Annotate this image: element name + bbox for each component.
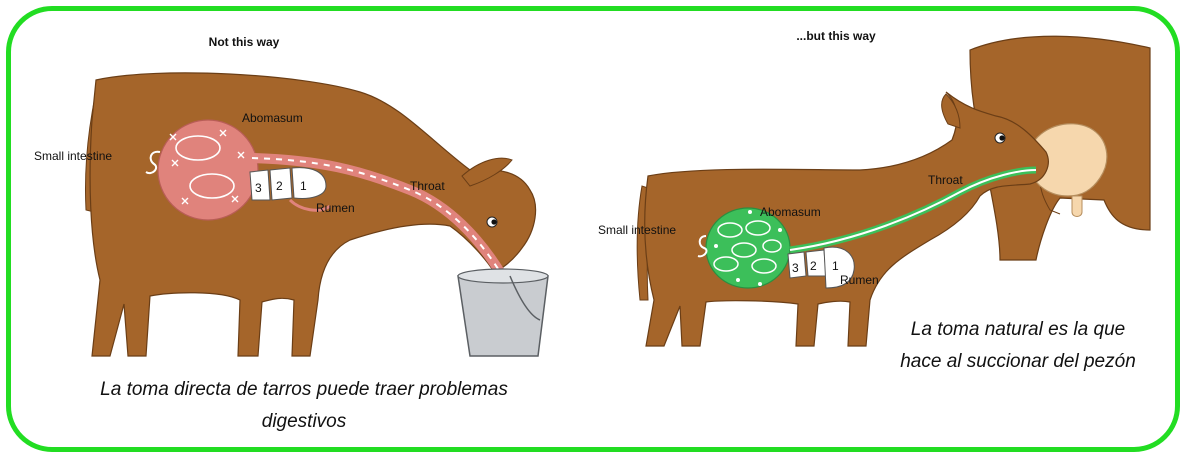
left-caption-line-2: digestivos [24, 406, 584, 438]
left-caption-line-1: La toma directa de tarros puede traer pr… [24, 374, 584, 406]
right-label-throat: Throat [928, 173, 963, 187]
left-label-abomasum: Abomasum [242, 111, 303, 125]
left-label-stomach-3: 3 [255, 181, 262, 195]
right-label-rumen: Rumen [840, 273, 879, 287]
left-label-throat: Throat [410, 179, 445, 193]
right-label-stomach-1: 1 [832, 259, 839, 273]
left-label-small-intestine: Small intestine [34, 149, 112, 163]
left-label-stomach-1: 1 [300, 179, 307, 193]
left-title: Not this way [209, 35, 280, 49]
left-label-rumen: Rumen [316, 201, 355, 215]
right-title: ...but this way [796, 29, 876, 43]
right-label-stomach-3: 3 [792, 261, 799, 275]
left-caption: La toma directa de tarros puede traer pr… [24, 374, 584, 438]
right-caption: La toma natural es la que hace al succio… [862, 314, 1174, 378]
left-label-stomach-2: 2 [276, 179, 283, 193]
bucket-icon [458, 269, 548, 356]
right-calf-illustration [637, 92, 1048, 346]
right-label-abomasum: Abomasum [760, 205, 821, 219]
right-caption-line-1: La toma natural es la que [862, 314, 1174, 346]
right-label-small-intestine: Small intestine [598, 223, 676, 237]
right-label-stomach-2: 2 [810, 259, 817, 273]
right-caption-line-2: hace al succionar del pezón [862, 346, 1174, 378]
